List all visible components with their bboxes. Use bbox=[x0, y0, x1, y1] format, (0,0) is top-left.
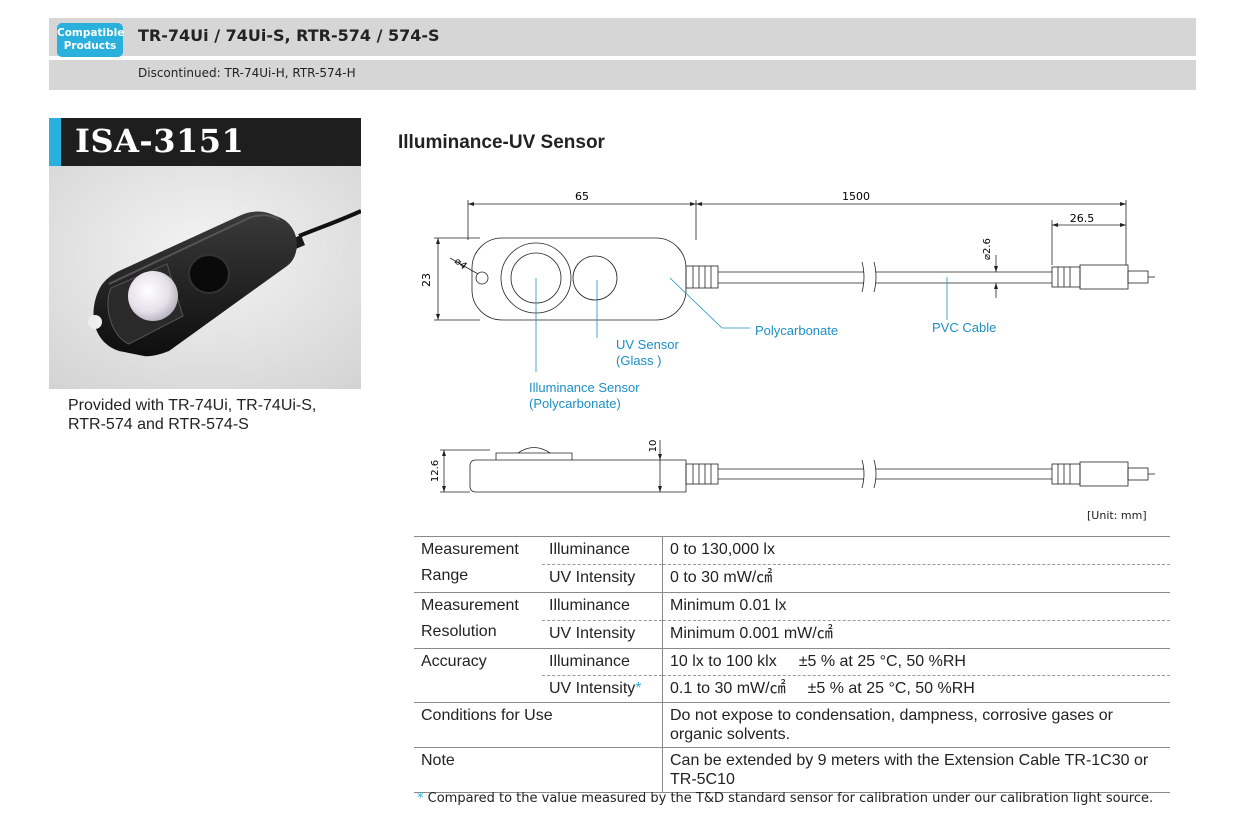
footnote-asterisk: * bbox=[635, 680, 642, 697]
range-uv-value: 0 to 30 mW/㎠ bbox=[662, 564, 1170, 593]
spec-table: Measurement Range Illuminance 0 to 130,0… bbox=[414, 536, 1170, 793]
badge-line2: Products bbox=[63, 40, 117, 52]
resolution-illuminance-value: Minimum 0.01 lx bbox=[662, 592, 1170, 621]
label-illuminance-poly: (Polycarbonate) bbox=[529, 396, 621, 411]
dim-10: 10 bbox=[648, 440, 659, 453]
compatible-products-badge: Compatible Products bbox=[57, 23, 125, 57]
row-label-range: Measurement Range bbox=[414, 536, 542, 593]
provided-line1: Provided with TR-74Ui, TR-74Ui-S, bbox=[68, 397, 317, 414]
table-row: Accuracy Illuminance 10 lx to 100 klx ±5 … bbox=[414, 648, 1170, 703]
accuracy-uv-range: 0.1 to 30 mW/㎠ bbox=[670, 680, 786, 697]
accuracy-illum-range: 10 lx to 100 klx bbox=[670, 653, 777, 670]
product-title-block: ISA-3151 bbox=[49, 118, 361, 166]
accuracy-illum-tolerance: ±5 % at 25 °C, 50 %RH bbox=[798, 653, 966, 670]
provided-line2: RTR-574 and RTR-574-S bbox=[68, 416, 249, 433]
compatible-models: TR-74Ui / 74Ui-S, RTR-574 / 574-S bbox=[138, 26, 440, 45]
table-row: Conditions for Use Do not expose to cond… bbox=[414, 702, 1170, 748]
sub-label-uv: UV Intensity* bbox=[542, 675, 663, 703]
range-label-line1: Measurement bbox=[421, 541, 519, 558]
table-row: UV Intensity* 0.1 to 30 mW/㎠ ±5 % at 25 °… bbox=[414, 675, 1170, 703]
dim-1500: 1500 bbox=[842, 190, 870, 203]
footnote-asterisk: * bbox=[417, 791, 424, 806]
sensor-photo-illustration bbox=[49, 166, 362, 389]
accuracy-illuminance-value: 10 lx to 100 klx ±5 % at 25 °C, 50 %RH bbox=[662, 648, 1170, 676]
table-row: Measurement Resolution Illuminance Minim… bbox=[414, 592, 1170, 649]
label-uv-sensor: UV Sensor bbox=[616, 337, 680, 352]
header-bar bbox=[49, 18, 1196, 56]
accuracy-uv-value: 0.1 to 30 mW/㎠ ±5 % at 25 °C, 50 %RH bbox=[662, 675, 1170, 703]
section-title: Illuminance-UV Sensor bbox=[398, 132, 605, 153]
range-illuminance-value: 0 to 130,000 lx bbox=[662, 536, 1170, 565]
strap-hole bbox=[475, 271, 489, 285]
table-row: UV Intensity Minimum 0.001 mW/㎠ bbox=[414, 620, 1170, 649]
badge-line1: Compatible bbox=[57, 27, 125, 39]
row-label-note: Note bbox=[414, 747, 663, 793]
sensor-body-top bbox=[471, 237, 687, 321]
sub-label-illuminance: Illuminance bbox=[542, 536, 663, 565]
unit-label: [Unit: mm] bbox=[1087, 509, 1147, 522]
note-value: Can be extended by 9 meters with the Ext… bbox=[662, 747, 1170, 793]
sub-label-uv-text: UV Intensity bbox=[549, 680, 636, 697]
sub-label-illuminance: Illuminance bbox=[542, 592, 663, 621]
row-label-resolution: Measurement Resolution bbox=[414, 592, 542, 649]
footnote: * Compared to the value measured by the … bbox=[417, 790, 1177, 807]
label-polycarbonate: Polycarbonate bbox=[755, 323, 838, 338]
sub-label-illuminance: Illuminance bbox=[542, 648, 663, 676]
provided-with-text: Provided with TR-74Ui, TR-74Ui-S, RTR-57… bbox=[68, 396, 316, 434]
table-row: Measurement Range Illuminance 0 to 130,0… bbox=[414, 536, 1170, 593]
row-label-accuracy: Accuracy bbox=[414, 648, 542, 703]
dim-12-6: 12.6 bbox=[430, 460, 441, 482]
uv-sensor-window bbox=[572, 255, 618, 301]
accent-bar bbox=[49, 118, 61, 166]
sub-label-uv: UV Intensity bbox=[542, 564, 663, 593]
resolution-uv-value: Minimum 0.001 mW/㎠ bbox=[662, 620, 1170, 649]
footnote-text: Compared to the value measured by the T&… bbox=[427, 791, 1154, 806]
discontinued-models: Discontinued: TR-74Ui-H, RTR-574-H bbox=[138, 66, 356, 80]
dimension-drawing: 65 1500 26.5 23 ⌀4 ⌀2.6 Polycarbonate PV… bbox=[420, 190, 1155, 493]
row-label-conditions: Conditions for Use bbox=[414, 702, 663, 748]
accuracy-uv-tolerance: ±5 % at 25 °C, 50 %RH bbox=[807, 680, 975, 697]
subheader-bar bbox=[49, 60, 1196, 90]
dim-23: 23 bbox=[420, 273, 433, 287]
dim-d4: ⌀4 bbox=[452, 256, 469, 272]
label-illuminance-sensor: Illuminance Sensor bbox=[529, 380, 640, 395]
product-photo bbox=[49, 166, 362, 389]
conditions-value: Do not expose to condensation, dampness,… bbox=[662, 702, 1170, 748]
sub-label-uv: UV Intensity bbox=[542, 620, 663, 649]
dim-26-5: 26.5 bbox=[1070, 212, 1095, 225]
table-row: Note Can be extended by 9 meters with th… bbox=[414, 747, 1170, 793]
resolution-label-line2: Resolution bbox=[421, 623, 497, 640]
label-uv-glass: (Glass ) bbox=[616, 353, 662, 368]
table-row: UV Intensity 0 to 30 mW/㎠ bbox=[414, 564, 1170, 593]
dim-65: 65 bbox=[575, 190, 589, 203]
range-label-line2: Range bbox=[421, 567, 469, 584]
product-model: ISA-3151 bbox=[75, 122, 245, 160]
dim-d2-6: ⌀2.6 bbox=[982, 238, 993, 260]
label-pvc-cable: PVC Cable bbox=[932, 320, 996, 335]
resolution-label-line1: Measurement bbox=[421, 597, 519, 614]
